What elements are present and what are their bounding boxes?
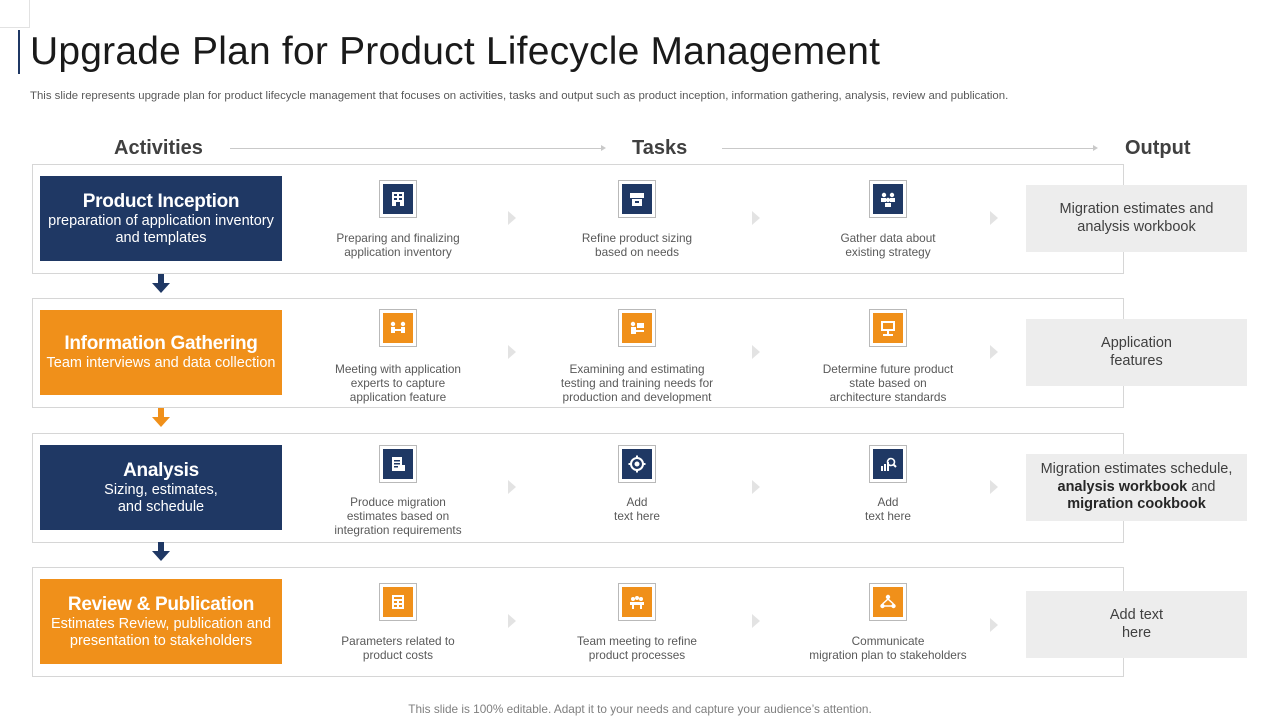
output-text: Migration estimates schedule, analysis w… — [1040, 461, 1233, 513]
network-people-icon — [869, 583, 907, 621]
output-text: Add text here — [1109, 607, 1164, 641]
inventory-icon — [379, 180, 417, 218]
chevron-right-icon — [506, 478, 518, 496]
output-box: Application features — [1026, 319, 1247, 386]
task-item: Preparing and finalizing application inv… — [308, 180, 488, 259]
meeting-icon — [379, 309, 417, 347]
task-text: Gather data about existing strategy — [840, 231, 936, 259]
arrow-down-icon — [152, 408, 170, 428]
task-text: Examining and estimating testing and tra… — [560, 362, 714, 404]
task-text: Communicate migration plan to stakeholde… — [809, 634, 967, 662]
chevron-right-icon — [506, 343, 518, 361]
task-text: Team meeting to refine product processes — [577, 634, 697, 662]
footer-note: This slide is 100% editable. Adapt it to… — [408, 702, 872, 716]
header-divider-right — [722, 145, 1098, 151]
presentation-icon — [869, 309, 907, 347]
page-title: Upgrade Plan for Product Lifecycle Manag… — [30, 30, 881, 73]
task-text: Parameters related to product costs — [341, 634, 455, 662]
output-text: Migration estimates and analysis workboo… — [1059, 201, 1214, 235]
chevron-right-icon — [750, 612, 762, 630]
cost-sheet-icon — [379, 583, 417, 621]
task-text: Refine product sizing based on needs — [581, 231, 693, 259]
header-output: Output — [1125, 137, 1191, 159]
header-divider-left — [230, 145, 606, 151]
task-text: Meeting with application experts to capt… — [335, 362, 461, 404]
chevron-right-icon — [988, 343, 1000, 361]
chevron-right-icon — [750, 209, 762, 227]
task-item: Parameters related to product costs — [308, 583, 488, 662]
chevron-right-icon — [750, 478, 762, 496]
output-box: Add text here — [1026, 591, 1247, 658]
chevron-right-icon — [988, 209, 1000, 227]
output-box: Migration estimates schedule, analysis w… — [1026, 454, 1247, 521]
task-item: Refine product sizing based on needs — [547, 180, 727, 259]
activity-description: Team interviews and data collection — [46, 355, 276, 371]
task-text: Add text here — [614, 495, 660, 523]
task-text: Determine future product state based on … — [822, 362, 954, 404]
task-text: Preparing and finalizing application inv… — [336, 231, 460, 259]
task-text: Add text here — [865, 495, 911, 523]
task-item: Meeting with application experts to capt… — [308, 309, 488, 404]
page-subtitle: This slide represents upgrade plan for p… — [30, 90, 1009, 102]
title-accent-bar — [18, 30, 20, 74]
chevron-right-icon — [506, 612, 518, 630]
team-meeting-icon — [618, 583, 656, 621]
output-box: Migration estimates and analysis workboo… — [1026, 185, 1247, 252]
task-item: Add text here — [547, 445, 727, 523]
activity-title: Review & Publication — [67, 593, 255, 615]
activity-title: Analysis — [123, 459, 199, 481]
activity-title: Information Gathering — [64, 333, 258, 354]
chevron-right-icon — [506, 209, 518, 227]
gear-globe-icon — [618, 445, 656, 483]
task-item: Determine future product state based on … — [798, 309, 978, 404]
arrow-down-icon — [152, 274, 170, 294]
header-activities: Activities — [114, 137, 203, 159]
training-icon — [618, 309, 656, 347]
activity-title: Product Inception — [82, 190, 240, 212]
task-item: Examining and estimating testing and tra… — [547, 309, 727, 404]
chevron-right-icon — [988, 616, 1000, 634]
task-text: Produce migration estimates based on int… — [334, 495, 462, 537]
chevron-right-icon — [750, 343, 762, 361]
activity-review-publication[interactable]: Review & Publication Estimates Review, p… — [40, 579, 282, 664]
task-item: Team meeting to refine product processes — [547, 583, 727, 662]
activity-description: Estimates Review, publication and presen… — [50, 615, 272, 649]
document-icon — [379, 445, 417, 483]
chevron-right-icon — [988, 478, 1000, 496]
chart-search-icon — [869, 445, 907, 483]
team-data-icon — [869, 180, 907, 218]
activity-analysis[interactable]: Analysis Sizing, estimates, and schedule — [40, 445, 282, 530]
corner-mark — [0, 0, 30, 28]
output-text: Application features — [1101, 335, 1172, 369]
header-tasks: Tasks — [632, 137, 688, 159]
activity-information-gathering[interactable]: Information Gathering Team interviews an… — [40, 310, 282, 395]
activity-description: preparation of application inventory and… — [48, 212, 274, 246]
sizing-icon — [618, 180, 656, 218]
task-item: Produce migration estimates based on int… — [308, 445, 488, 537]
task-item: Gather data about existing strategy — [798, 180, 978, 259]
arrow-down-icon — [152, 542, 170, 562]
activity-description: Sizing, estimates, and schedule — [104, 481, 218, 515]
task-item: Communicate migration plan to stakeholde… — [798, 583, 978, 662]
activity-product-inception[interactable]: Product Inception preparation of applica… — [40, 176, 282, 261]
task-item: Add text here — [798, 445, 978, 523]
